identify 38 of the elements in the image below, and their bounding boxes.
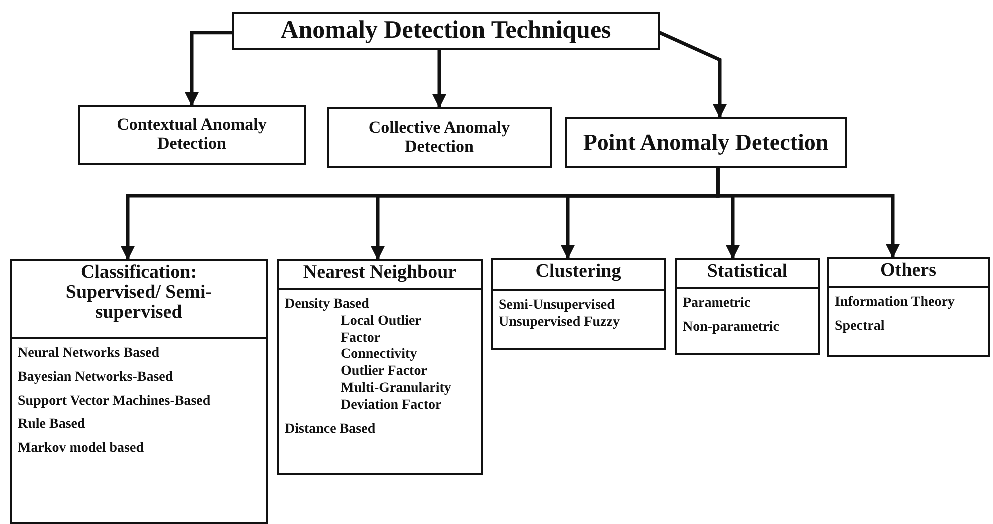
category-box <box>10 259 268 524</box>
method-text: Unsupervised Fuzzy <box>498 314 621 332</box>
category-box <box>675 258 820 355</box>
sub-method-text: Local Outlier Factor <box>340 314 422 348</box>
category-box <box>277 259 483 475</box>
category-box <box>827 257 990 357</box>
category-heading: Statistical <box>677 260 818 289</box>
method-text: Bayesian Networks-Based <box>17 370 174 387</box>
method-text: Support Vector Machines-Based <box>17 394 212 410</box>
technique-box <box>232 12 660 50</box>
method-text: Markov model based <box>17 441 145 458</box>
arrow <box>716 168 900 258</box>
technique-box <box>78 105 306 165</box>
box-title: Point Anomaly Detection <box>583 130 829 156</box>
category-heading: Nearest Neighbour <box>279 261 481 290</box>
box-title: Collective Anomaly Detection <box>368 118 512 156</box>
category-heading: Others <box>829 259 988 288</box>
sub-method-text: Multi-Granularity Deviation Factor <box>340 380 452 415</box>
method-text: Neural Networks Based <box>17 346 161 363</box>
arrow <box>185 31 232 106</box>
box-title: Anomaly Detection Techniques <box>280 17 612 45</box>
technique-box <box>565 117 847 168</box>
category-heading: Classification: Supervised/ Semi-supervised <box>12 261 266 339</box>
category-heading: Clustering <box>493 260 664 291</box>
arrow <box>432 50 446 108</box>
category-box <box>491 258 666 350</box>
box-title: Contextual Anomaly Detection <box>116 116 268 154</box>
method-text: Distance Based <box>284 422 377 438</box>
method-text: Non-parametric <box>682 320 780 337</box>
method-text: Spectral <box>834 318 886 336</box>
method-text: Rule Based <box>17 417 86 434</box>
method-text: Density Based <box>284 297 370 314</box>
sub-method-text: Connectivity Outlier Factor <box>340 347 428 381</box>
method-text: Information Theory <box>834 295 956 312</box>
method-text: Parametric <box>682 296 752 313</box>
arrow <box>659 31 727 118</box>
method-text: Semi-Unsupervised <box>498 298 616 315</box>
technique-box <box>327 107 552 168</box>
